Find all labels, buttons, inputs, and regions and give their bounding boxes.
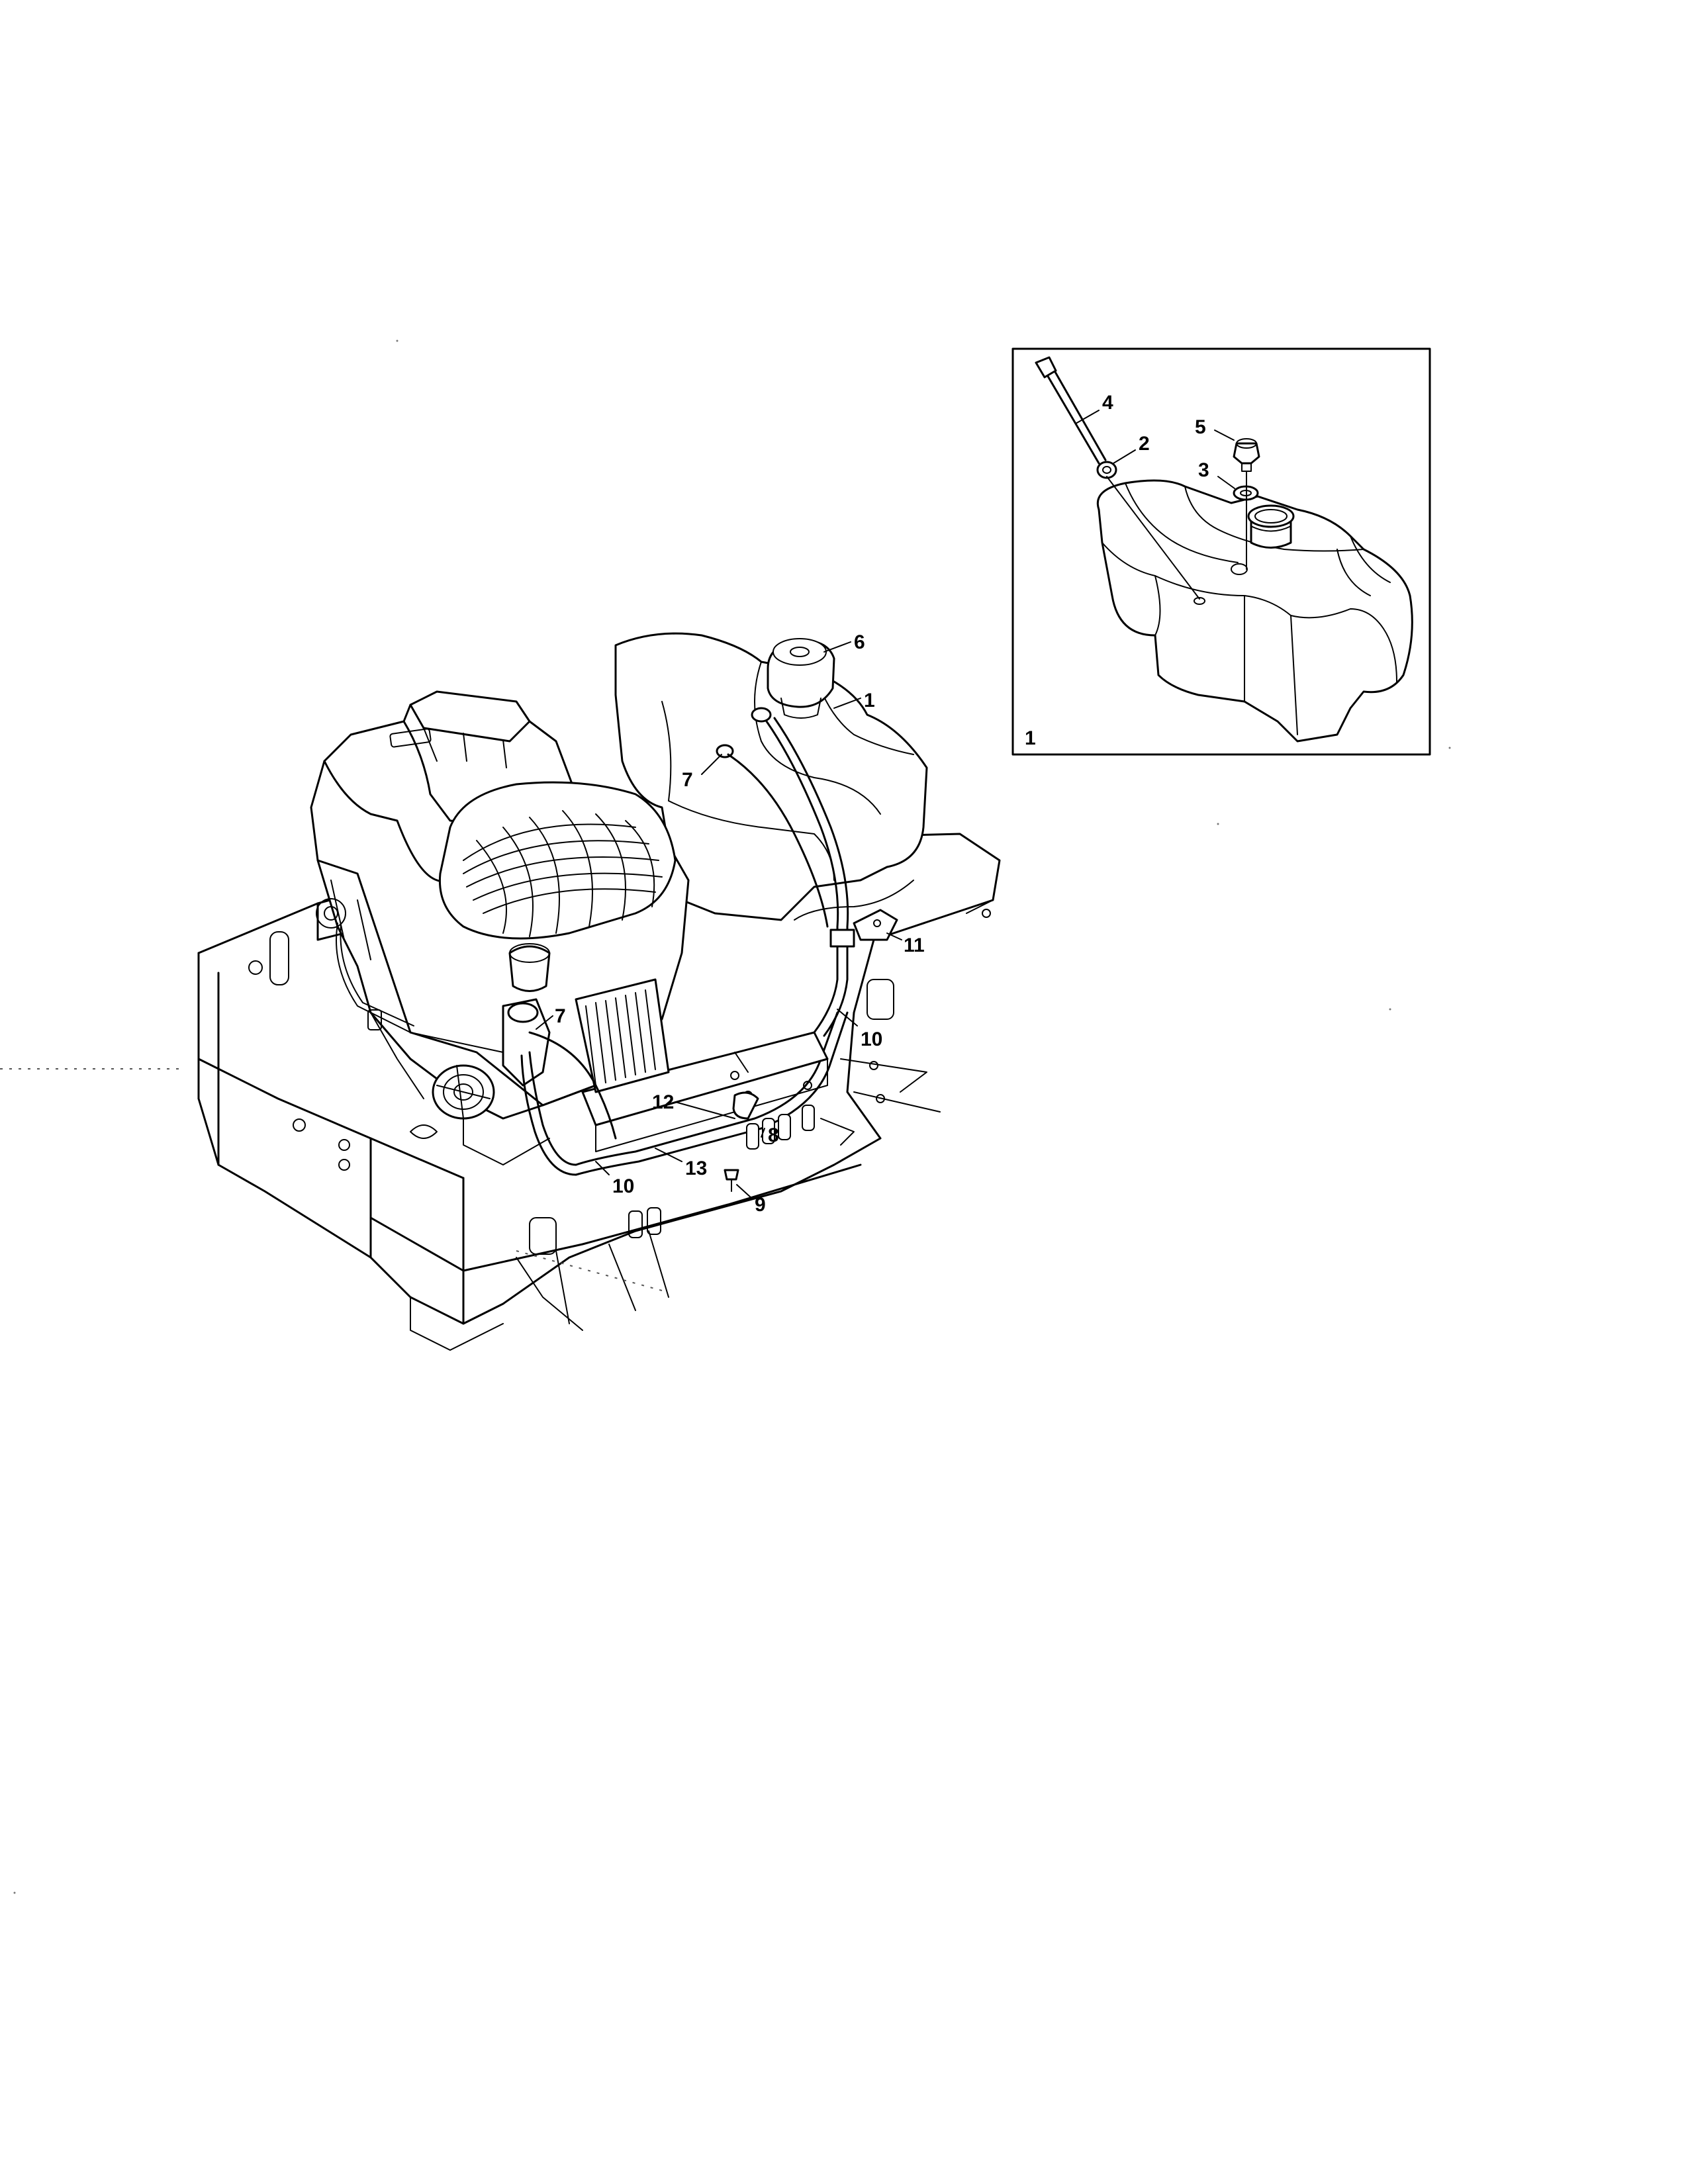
callout-6: 6 xyxy=(854,631,865,653)
leader-4 xyxy=(1075,410,1100,424)
engine-fuel-line xyxy=(520,1031,617,1176)
fuel-tank xyxy=(614,632,928,921)
inset-fitting xyxy=(1233,438,1260,472)
callout-10-lower: 10 xyxy=(612,1175,634,1197)
callout-8: 8 xyxy=(768,1124,779,1146)
leader-5 xyxy=(1214,430,1235,441)
scan-dot xyxy=(1217,823,1219,825)
inset-callout-4: 4 xyxy=(1102,392,1113,414)
inset-frame xyxy=(1011,347,1431,756)
inset-label: 1 xyxy=(1025,727,1036,749)
inset-vent-tube xyxy=(1035,356,1200,600)
callout-13: 13 xyxy=(685,1158,707,1179)
scan-dot xyxy=(396,340,399,342)
callout-7-engine: 7 xyxy=(555,1005,566,1027)
inset-callout-3: 3 xyxy=(1198,459,1209,481)
main-assembly: 6 1 7 11 7 10 12 8 13 10 9 xyxy=(197,631,1001,1351)
bolt xyxy=(724,1169,739,1192)
callout-12: 12 xyxy=(652,1091,674,1113)
main-leader-lines xyxy=(536,641,902,1199)
engine xyxy=(310,690,690,1165)
inset-callout-2: 2 xyxy=(1139,433,1150,455)
inset-fuel-tank xyxy=(1097,479,1413,743)
inset-callout-5: 5 xyxy=(1195,416,1206,438)
oil-filter xyxy=(432,1064,495,1120)
fuel-cap xyxy=(767,638,835,719)
leader-2 xyxy=(1113,449,1136,464)
callout-9: 9 xyxy=(755,1194,766,1216)
callout-10-upper: 10 xyxy=(861,1028,882,1050)
crossbar xyxy=(581,1031,829,1152)
inset-filler-neck xyxy=(1247,504,1295,549)
spacers xyxy=(746,1105,815,1150)
callout-7-tank: 7 xyxy=(682,769,693,791)
line-clamp-bracket xyxy=(853,909,898,941)
scan-dot xyxy=(1448,747,1451,749)
scan-dot xyxy=(1389,1008,1391,1011)
callout-11: 11 xyxy=(904,934,925,956)
callout-1: 1 xyxy=(864,690,875,711)
inset-detail: 4 2 5 3 1 xyxy=(1011,347,1431,756)
leader-3 xyxy=(1217,476,1235,489)
inset-grommet-2 xyxy=(1096,461,1117,479)
scan-dot xyxy=(13,1891,16,1894)
